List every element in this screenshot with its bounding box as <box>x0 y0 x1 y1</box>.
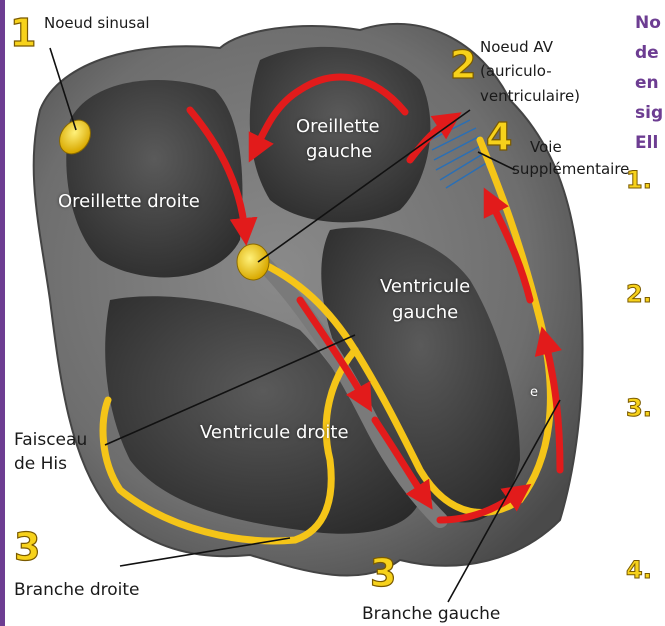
cut-text-5: Ell <box>635 128 658 158</box>
label-right-branch: Branche droite <box>14 580 139 601</box>
label-accessory-path-1: Voie <box>530 138 562 157</box>
cut-text-4: sig <box>635 98 663 128</box>
label-sinus-node: Noeud sinusal <box>44 14 150 33</box>
label-accessory-path-2: supplémentaire <box>512 160 629 179</box>
label-right-ventricle: Ventricule droite <box>200 422 349 443</box>
step-number-2: 2 <box>450 46 476 84</box>
label-left-ventricle-2: gauche <box>392 302 458 323</box>
label-his-bundle-2: de His <box>14 454 67 475</box>
av-node-shape <box>237 244 269 280</box>
label-left-atrium-1: Oreillette <box>296 116 380 137</box>
step-number-1: 1 <box>10 14 36 52</box>
side-list-1: 1. <box>626 168 652 192</box>
step-number-3-left: 3 <box>14 528 40 566</box>
cut-text-3: en <box>635 68 659 98</box>
side-list-2: 2. <box>626 282 652 306</box>
cut-text-2: de <box>635 38 659 68</box>
label-left-branch: Branche gauche <box>362 604 500 625</box>
label-av-node-1: Noeud AV <box>480 38 553 57</box>
label-left-ventricle-1: Ventricule <box>380 276 470 297</box>
step-number-4: 4 <box>486 118 512 156</box>
label-left-atrium-2: gauche <box>306 141 372 162</box>
side-list-3: 3. <box>626 396 652 420</box>
cut-text-1: No <box>635 8 661 38</box>
stray-letter: e <box>530 382 538 403</box>
step-number-3-bottom: 3 <box>370 554 396 592</box>
label-his-bundle-1: Faisceau <box>14 430 87 451</box>
label-av-node-3: ventriculaire) <box>480 87 580 106</box>
label-av-node-2: (auriculo- <box>480 62 552 81</box>
right-atrium-chamber <box>66 80 242 277</box>
side-list-4: 4. <box>626 558 652 582</box>
label-right-atrium: Oreillette droite <box>58 191 200 212</box>
